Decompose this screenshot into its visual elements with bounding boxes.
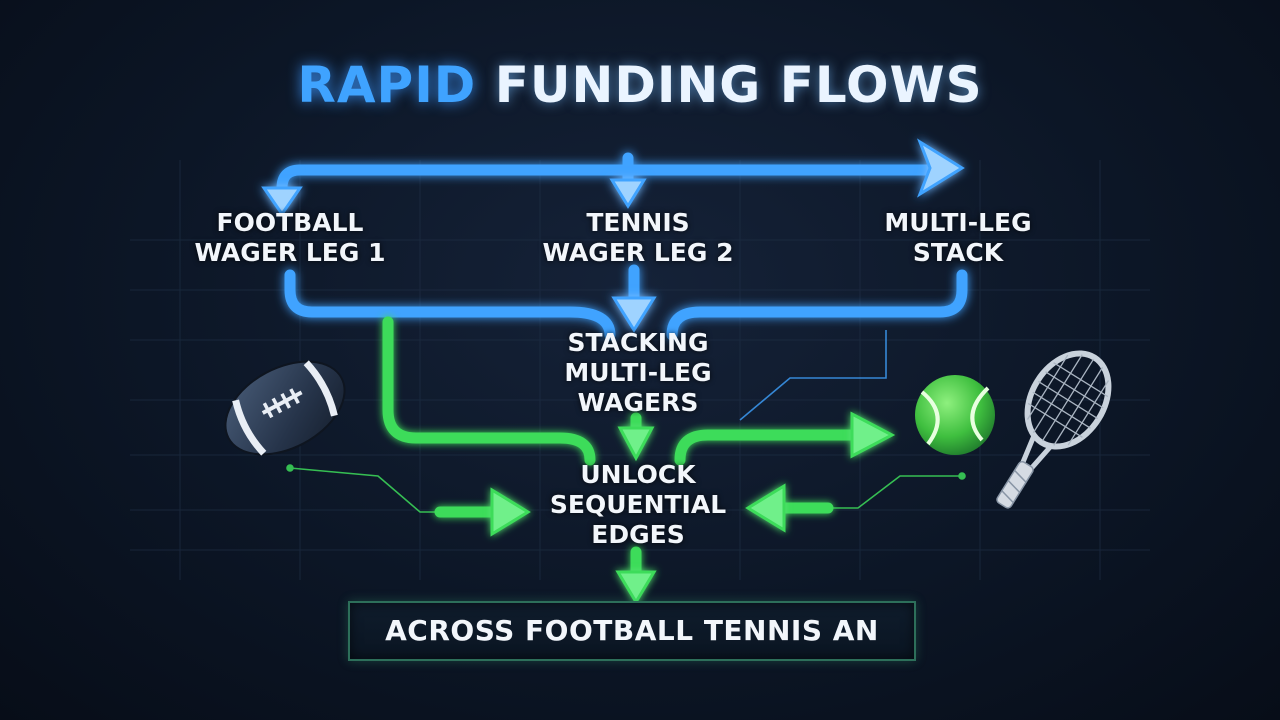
stacking-arrowhead xyxy=(611,296,657,333)
bottom-banner: ACROSS FOOTBALL TENNIS AN xyxy=(348,601,916,661)
title-part-2: FUNDING FLOWS xyxy=(494,56,983,114)
tennis-racket-icon xyxy=(996,350,1112,509)
left-merge-line xyxy=(284,269,616,341)
page-title: RAPID FUNDING FLOWS xyxy=(0,56,1280,114)
node-football-wager-leg-1: FOOTBALL WAGER LEG 1 xyxy=(194,208,386,267)
american-football-icon xyxy=(224,360,346,456)
right-merge-line xyxy=(666,269,968,341)
title-part-1: RAPID xyxy=(297,56,477,114)
right-branch-line xyxy=(674,429,864,466)
green-thin-lines xyxy=(286,464,966,513)
background-grid xyxy=(130,160,1150,580)
blue-arrowheads xyxy=(261,138,965,333)
node-tennis-wager-leg-2: TENNIS WAGER LEG 2 xyxy=(542,208,734,267)
tennis-ball-icon xyxy=(915,375,995,455)
blue-thin-lines xyxy=(739,330,887,421)
node-unlock-sequential-edges: UNLOCK SEQUENTIAL EDGES xyxy=(549,460,727,549)
banner-down-arrowhead xyxy=(615,570,657,605)
node-multi-leg-stack: MULTI-LEG STACK xyxy=(884,208,1032,267)
tennis-down-arrowhead xyxy=(609,178,647,209)
right-branch-arrowhead xyxy=(850,411,896,459)
left-in-arrowhead xyxy=(490,487,531,537)
node-stacking-multi-leg-wagers: STACKING MULTI-LEG WAGERS xyxy=(564,328,712,417)
unlock-down-arrowhead xyxy=(617,426,655,462)
left-down-arrowhead xyxy=(261,186,303,217)
green-arrowheads xyxy=(490,411,896,605)
football-down-line xyxy=(382,316,596,466)
top-right-arrowhead xyxy=(917,138,965,198)
right-in-arrowhead xyxy=(745,483,786,533)
blue-flow xyxy=(276,152,968,341)
